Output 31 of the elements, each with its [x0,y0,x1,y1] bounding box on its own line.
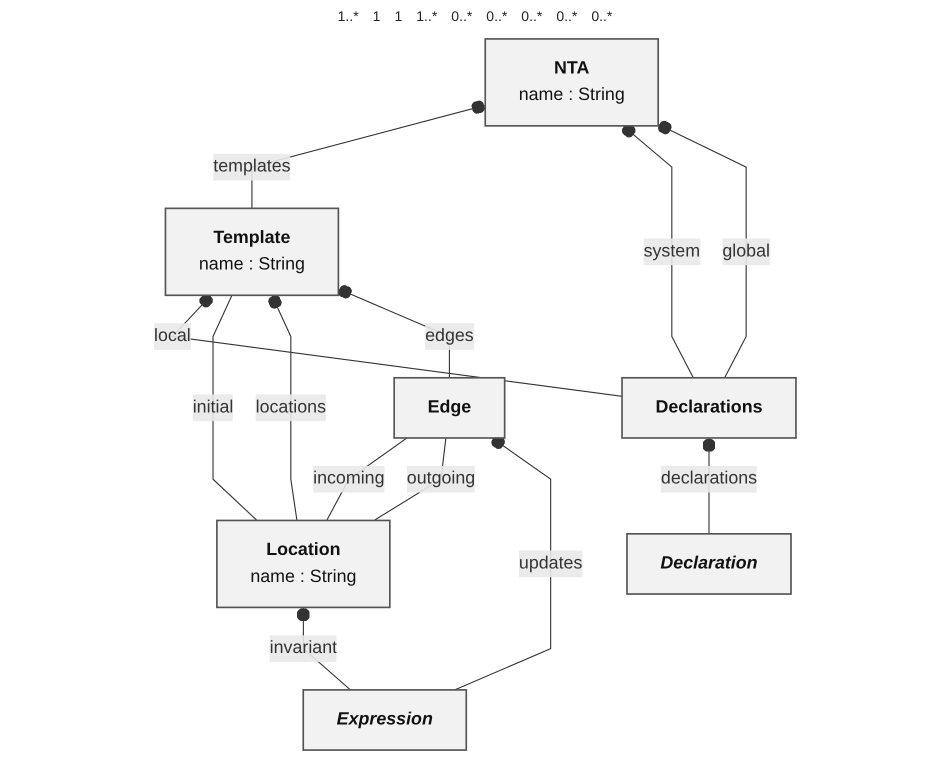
multiplicity-label: 0..* [486,8,508,24]
multiplicity-label: 0..* [451,8,472,24]
node-box: Edge [393,376,506,439]
edge-label: templates [213,157,291,176]
connector [268,295,298,521]
multiplicity-label: 0..* [521,8,542,24]
node-box: Template name : String [164,208,340,296]
edge-label: outgoing [406,469,476,488]
multiplicity-label: 1 [372,8,380,24]
multiplicity-label: 0..* [591,8,612,24]
multiplicity-label: 1 [394,8,402,24]
node-box: Declarations [621,376,797,439]
edge-label: initial [192,398,234,417]
connector [212,295,258,521]
node-box: Expression [302,689,468,751]
connector [658,120,747,378]
edge-label: edges [425,326,474,346]
edge-label: incoming [313,469,384,488]
node-box: NTA name : String [484,38,660,127]
edge-label: updates [518,554,582,573]
edge-label: system [644,242,700,261]
edge-label: local [154,326,191,346]
edge-label: declarations [660,469,758,488]
edge-label: locations [256,398,326,417]
node-box: Location name : String [216,520,391,608]
edge-label: invariant [270,638,338,658]
multiplicity-label: 0..* [556,8,578,24]
multiplicity-label: 1..* [416,8,438,24]
edge-label: global [722,242,770,261]
multiplicity-label: 1..* [338,8,359,24]
node-box: Declaration [626,533,792,595]
